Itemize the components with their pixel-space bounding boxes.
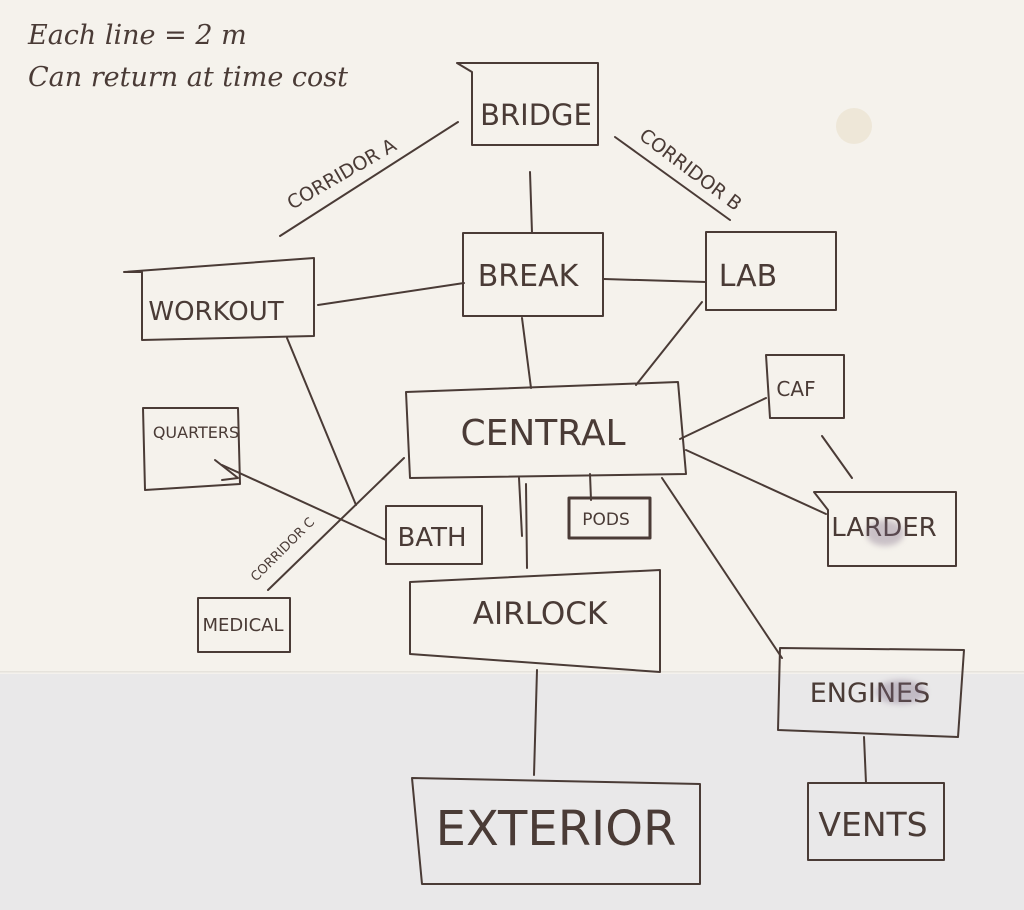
edge-workout-break: [317, 282, 465, 306]
room-box-vents: [807, 782, 945, 861]
room-label-exterior: EXTERIOR: [436, 801, 677, 857]
room-box-bath: [385, 505, 483, 565]
ink-smudge: [876, 680, 926, 704]
corridor-label-b: CORRIDOR B: [635, 124, 746, 215]
room-box-caf: [765, 354, 845, 419]
room-label-workout: WORKOUT: [148, 297, 283, 327]
room-box-larder: [813, 491, 957, 567]
ink-smudge: [866, 520, 904, 546]
room-label-quarters: QUARTERS: [153, 423, 239, 442]
edge-central-larder: [685, 449, 827, 515]
corridor-labels: CORRIDOR A CORRIDOR B CORRIDOR C: [248, 124, 746, 584]
room-box-airlock: [409, 569, 661, 673]
edge-bridge-break: [529, 171, 533, 234]
edge-engines-vents: [863, 736, 867, 784]
room-box-break: [462, 232, 604, 317]
edge-quarters-bath: [221, 464, 387, 541]
room-box-lab: [705, 231, 837, 311]
room-box-workout: [123, 257, 315, 341]
edge-central-corridor-tick: [518, 477, 523, 537]
edge-bridge-lab: [614, 136, 731, 221]
room-box-central: [405, 381, 687, 479]
edge-break-central: [521, 317, 532, 389]
room-box-pods: [567, 496, 652, 540]
table-surface: [0, 672, 1024, 910]
edge-central-airlock: [525, 483, 528, 569]
room-label-engines: ENGINES: [810, 678, 931, 709]
edge-workout-bridge: [279, 121, 459, 237]
edge-break-lab: [603, 278, 707, 283]
room-label-break: BREAK: [478, 259, 580, 294]
note-return-cost: Can return at time cost: [28, 62, 348, 93]
room-label-central: CENTRAL: [460, 413, 625, 454]
room-label-medical: MEDICAL: [203, 615, 284, 636]
edge-central-engines: [661, 477, 783, 659]
arrowhead-quarters: [214, 459, 239, 481]
corridor-label-a: CORRIDOR A: [284, 134, 401, 214]
paper-fold: [0, 671, 1024, 674]
edge-caf-larder: [821, 435, 853, 479]
edge-central-caf: [679, 397, 767, 440]
note-line-length: Each line = 2 m: [28, 20, 247, 51]
edge-workout-bath: [286, 337, 357, 506]
room-label-larder: LARDER: [831, 513, 936, 543]
room-box-bridge: [456, 62, 599, 146]
room-box-engines: [777, 647, 965, 738]
paper-sheet: [0, 0, 1024, 672]
room-label-airlock: AIRLOCK: [473, 596, 608, 632]
room-label-bridge: BRIDGE: [480, 98, 592, 132]
connections: [214, 121, 867, 784]
room-box-exterior: [411, 777, 701, 885]
room-box-quarters: [142, 407, 241, 491]
room-labels: BRIDGE BREAK LAB WORKOUT CENTRAL CAF QUA…: [148, 98, 936, 857]
edge-central-pods: [589, 473, 592, 501]
edge-lab-central: [635, 301, 703, 386]
edge-central-medical: [267, 457, 405, 591]
room-box-medical: [197, 597, 291, 653]
room-label-vents: VENTS: [818, 805, 927, 844]
paper-stain: [836, 108, 872, 144]
room-label-bath: BATH: [397, 523, 466, 553]
edge-airlock-exterior: [533, 669, 538, 776]
room-label-pods: PODS: [582, 510, 630, 530]
room-boxes: [123, 62, 965, 885]
room-label-caf: CAF: [776, 377, 815, 401]
room-label-lab: LAB: [719, 259, 778, 294]
